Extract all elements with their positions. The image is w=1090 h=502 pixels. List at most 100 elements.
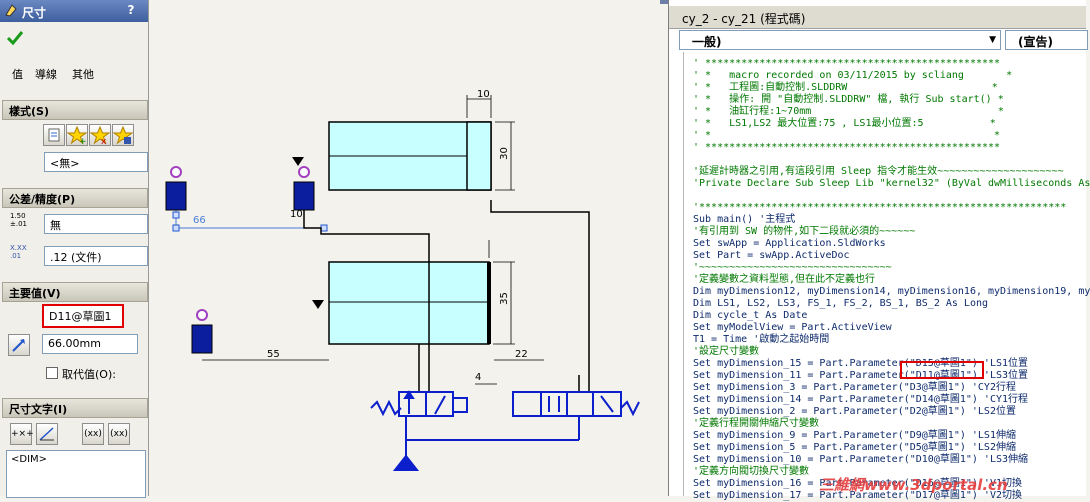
dimension-value: 66.00mm [48,337,101,350]
code-line[interactable]: '設定尺寸變數 [693,346,760,357]
pm-title-bar: 尺寸 ? [0,0,148,22]
style-delete-icon[interactable]: x [89,124,111,147]
code-line[interactable]: ' * 操作: 開 "自動控制.SLDDRW" 檔, 執行 Sub start(… [693,94,1004,105]
tolerance-type-select[interactable]: 無 [44,214,148,234]
code-line[interactable]: '延遲計時器之引用,有這段引用 Sleep 指令才能生效~~~~~~~~~~~~… [693,166,1064,177]
tab-leaders[interactable]: 導線 [35,68,57,81]
dim-label-ls2-offset[interactable]: 10 [290,209,303,220]
dimension-text-section-label: 尺寸文字(I) [9,403,68,416]
code-line[interactable]: '定義變數之資料型態,但在此不定義也行 [693,274,876,285]
watermark: 三維網www.3dportal.cn [819,476,1008,494]
dimension-name-field[interactable]: D11@草圖1 [42,304,124,328]
directional-valve-2 [512,391,640,440]
code-line[interactable]: Sub main() '主程式 [693,214,796,225]
precision-select[interactable]: .12 (文件) [44,246,148,266]
tolerance-section-header[interactable]: 公差/精度(P) [2,188,148,208]
code-line[interactable]: Set myDimension_3 = Part.Parameter("D3@草… [693,382,1016,393]
chevron-down-icon: ▼ [989,35,996,45]
primary-value-section-label: 主要值(V) [9,287,61,300]
code-line[interactable]: ' * * [693,130,1001,141]
override-label: 取代值(O): [62,368,116,381]
code-gutter [683,52,684,496]
reference-triangle-2 [312,300,324,309]
code-line[interactable]: Set myDimension_14 = Part.Parameter("D14… [693,394,1029,405]
pm-title: 尺寸 [22,6,47,20]
drawing-canvas[interactable]: 10 30 10 66 35 55 22 4 [149,0,660,496]
center-dimension-icon[interactable] [36,423,58,445]
code-line[interactable]: Dim cycle_t As Date [693,310,808,321]
code-line[interactable]: ' * 油缸行程:1~70mm * [693,106,1004,117]
ok-checkmark-icon[interactable] [6,30,24,46]
dimension-value-field[interactable]: 66.00mm [42,334,138,354]
help-button[interactable]: ? [127,3,135,17]
parentheses-button[interactable]: (xx) [82,423,104,445]
dim-label-piston-width[interactable]: 10 [477,89,490,100]
code-line[interactable]: Set myDimension_9 = Part.Parameter("D9@草… [693,430,1016,441]
code-line[interactable]: Set myDimension_5 = Part.Parameter("D5@草… [693,442,1016,453]
precision-value: .12 (文件) [50,251,102,264]
code-line[interactable]: '定義行程開關伸縮尺寸變數 [693,418,820,429]
override-checkbox[interactable] [46,367,58,379]
code-line[interactable]: Set myDimension_17 = Part.Parameter("D17… [693,490,1022,501]
code-editor[interactable] [669,52,1086,496]
dim-label-bore-1[interactable]: 30 [498,147,510,160]
code-line[interactable]: ' **************************************… [693,142,1001,153]
highlight-box [900,361,984,379]
procedure-combo[interactable]: (宣告) [1005,30,1088,50]
code-line[interactable]: ' **************************************… [693,58,1001,69]
tab-other[interactable]: 其他 [72,68,94,81]
primary-value-section-header[interactable]: 主要值(V) [2,282,148,302]
dim-label-selected-66[interactable]: 66 [193,215,206,226]
dim-label-22[interactable]: 22 [515,349,528,360]
hydraulic-schematic [165,95,640,471]
directional-valve-1 [370,390,579,471]
limit-switch-ls3 [191,309,213,354]
code-line[interactable]: '定義方向閥切換尺寸變數 [693,466,810,477]
style-select-value: <無> [50,157,80,170]
code-line[interactable]: ' * LS1,LS2 最大位置:75 , LS1最小位置:5 * [693,118,996,129]
style-apply-icon[interactable] [43,124,65,146]
limit-switch-ls1 [165,166,187,211]
precision-icon: X.XX .01 [10,244,27,260]
tab-value[interactable]: 值 [12,68,23,81]
code-line[interactable]: Set myDimension_16 = Part.Parameter("D16… [693,478,1022,489]
tolerance-type-value: 無 [50,219,61,232]
code-line[interactable]: Set Part = swApp.ActiveDoc [693,250,850,261]
code-line[interactable]: ' * macro recorded on 03/11/2015 by scli… [693,70,1013,81]
code-line[interactable]: Set myDimension_10 = Part.Parameter("D10… [693,454,1029,465]
dim-label-4[interactable]: 4 [475,372,482,383]
property-manager: 尺寸 ? 值 導線 其他 樣式(S) + x <無> 公差/精度(P) 1.50… [0,0,149,498]
dimension-text-section-header[interactable]: 尺寸文字(I) [2,398,148,418]
code-line[interactable]: T1 = Time '啟動之起始時間 [693,334,830,345]
style-section-label: 樣式(S) [9,105,49,118]
style-section-header[interactable]: 樣式(S) [2,100,148,120]
code-line[interactable]: '***************************************… [693,202,1067,213]
dim-label-ls3-position[interactable]: 55 [267,349,280,360]
style-save-icon[interactable] [112,124,134,146]
code-line[interactable]: Set myDimension_2 = Part.Parameter("D2@草… [693,406,1016,417]
code-line[interactable]: Dim LS1, LS2, LS3, FS_1, FS_2, BS_1, BS_… [693,298,989,309]
dim-label-bore-2[interactable]: 35 [498,292,510,305]
code-line[interactable]: Set myModelView = Part.ActiveView [693,322,892,333]
limit-switch-ls2 [293,166,315,211]
code-line[interactable]: 'Private Declare Sub Sleep Lib "kernel32… [693,178,1090,189]
reverse-direction-icon[interactable] [8,334,30,356]
dimension-text-value: <DIM> [11,454,48,465]
code-line[interactable]: '有引用到 SW 的物件,如下二段就必須的~~~~~~ [693,226,916,237]
dimension-icon [4,3,18,17]
object-combo[interactable]: 一般) ▼ [679,30,1001,50]
code-line[interactable]: Set myDimension_11 = Part.Parameter("D11… [693,370,1029,381]
style-add-icon[interactable]: + [66,124,88,147]
code-line[interactable]: Set myDimension_15 = Part.Parameter("D15… [693,358,1029,369]
svg-text:+: + [79,137,87,147]
object-combo-value: 一般) [692,35,722,49]
code-line[interactable]: '~~~~~~~~~~~~~~~~~~~~~~~~~~~~~~~~ [693,262,892,273]
tolerance-type-icon: 1.50 ±.01 [10,212,27,228]
style-select[interactable]: <無> [44,152,148,172]
add-parentheses-icon[interactable]: +×+ [10,423,34,445]
inspection-button[interactable]: (xx) [108,423,130,445]
dimension-text-box[interactable]: <DIM> [6,450,146,498]
code-line[interactable]: Set swApp = Application.SldWorks [693,238,886,249]
code-line[interactable]: Dim myDimension12, myDimension14, myDime… [693,286,1090,297]
code-line[interactable]: ' * 工程圖:自動控制.SLDDRW * [693,82,998,93]
